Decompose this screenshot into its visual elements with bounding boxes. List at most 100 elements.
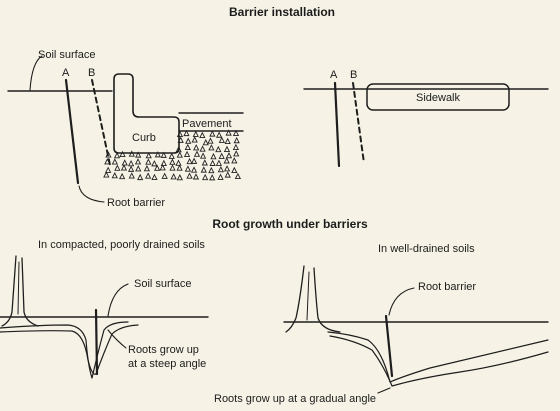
curb-installation-diagram: Soil surface A B Curb Pavement Root barr… (7, 49, 244, 209)
gravel-stone (208, 144, 215, 151)
gravel-stone (232, 129, 240, 137)
gravel-stone (193, 150, 201, 157)
gravel-stone (209, 130, 216, 137)
gravel-stone (176, 173, 183, 181)
gravel-stone (223, 145, 231, 153)
gravel-stone (185, 137, 192, 144)
gravel-stone (217, 166, 224, 173)
gravel-stone (145, 152, 152, 159)
roots-right-1 (327, 331, 549, 383)
gravel-stone (217, 173, 224, 180)
gravel-stone (111, 172, 118, 179)
gravel-stone (154, 151, 161, 158)
sidewalk-shape (366, 83, 510, 111)
gravel-stone (127, 159, 135, 167)
root-barrier-leader (78, 185, 105, 203)
barrier-a-solid-right (333, 81, 341, 168)
sidewalk-installation-diagram: A B Sidewalk (303, 69, 549, 168)
gravel-stone (223, 157, 230, 164)
gravel-stone (199, 131, 206, 138)
pavement-label: Pavement (182, 118, 232, 130)
gravel-stone (231, 157, 238, 164)
gravel-stone (224, 137, 231, 145)
gravel-stone (151, 160, 158, 167)
gravel-stone (169, 158, 176, 165)
roots-steep-leader (107, 329, 127, 349)
gravel-stone (218, 136, 225, 143)
tree-trunk-right-b (313, 267, 341, 333)
right-heading: In well-drained soils (378, 243, 475, 255)
label-a: A (62, 67, 70, 79)
sidewalk-label: Sidewalk (416, 92, 461, 104)
gravel-stone (183, 129, 190, 137)
gravel-stone (135, 151, 142, 158)
roots-gradual-leader (377, 387, 391, 394)
gravel-stone (209, 159, 216, 166)
roots-right-2 (329, 335, 549, 387)
gravel-stone (215, 159, 223, 166)
gravel-stone (177, 136, 184, 143)
gravel-stone (176, 151, 183, 158)
curb-shape (113, 73, 180, 154)
gravel-stone (231, 166, 238, 173)
gravel-stone (186, 157, 193, 165)
poorly-drained-diagram: In compacted, poorly drained soils Soil … (0, 239, 209, 379)
gravel-stone (232, 143, 240, 151)
gravel-stone (159, 164, 166, 171)
label-a-right: A (330, 69, 338, 81)
gravel-stone (208, 166, 215, 174)
gravel-stone (114, 164, 121, 171)
gravel-stone (104, 158, 111, 165)
gravel-stone (111, 158, 118, 165)
gravel-stone (144, 172, 152, 179)
gravel-stone (145, 158, 152, 165)
soil-surface-leader (29, 55, 43, 91)
gravel-stone (134, 158, 142, 165)
curb-label: Curb (132, 132, 156, 144)
gravel-stone (224, 171, 231, 178)
gravel-stone (233, 150, 240, 157)
gravel-stone (190, 157, 198, 164)
gravel-stone (103, 171, 110, 178)
gravel-stone (168, 152, 175, 159)
gravel-stone (191, 136, 198, 143)
gravel-stone (175, 146, 182, 153)
root-barrier-leader-right (388, 287, 415, 316)
gravel-stone (199, 152, 207, 159)
root-barrier-left (94, 308, 99, 376)
label-b: B (88, 67, 95, 79)
gravel-stone (169, 164, 176, 171)
gravel-stone (118, 172, 126, 180)
gravel-stone (200, 166, 207, 173)
gravel-stone (207, 137, 214, 144)
gravel-stone (128, 150, 135, 157)
gravel-stone (199, 145, 206, 152)
gravel-stone (215, 145, 222, 153)
roots-steep-label-2: at a steep angle (128, 358, 206, 370)
gravel-stone (223, 165, 231, 172)
gravel-stone (192, 130, 199, 137)
soil-surface-label-left: Soil surface (134, 278, 191, 290)
root-barrier-label-right: Root barrier (418, 281, 476, 293)
barrier-b-dashed-right (352, 82, 365, 164)
gravel-stone (184, 165, 192, 172)
gravel-stone (154, 164, 161, 171)
roots-steep-label-1: Roots grow up (128, 344, 199, 356)
gravel-stone (233, 136, 240, 144)
gravel-stone (143, 164, 151, 172)
barrier-a-solid (64, 78, 80, 185)
soil-surface-label: Soil surface (38, 49, 95, 61)
gravel-stone (209, 174, 216, 181)
left-heading: In compacted, poorly drained soils (38, 239, 205, 251)
gravel-stone (170, 173, 177, 180)
gravel-stone (184, 143, 191, 151)
gravel-stone (151, 173, 158, 181)
barrier-b-dashed (91, 79, 111, 166)
gravel-stone (105, 166, 112, 173)
gravel-stone (127, 165, 135, 172)
soil-surface-leader-left (107, 283, 129, 317)
roots-left-2 (0, 324, 139, 375)
gravel-stone (160, 159, 167, 166)
gravel-fill (103, 129, 242, 181)
